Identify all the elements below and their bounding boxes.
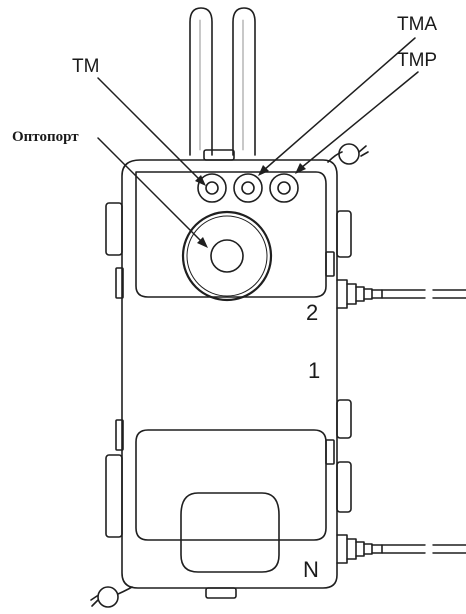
tm-button-outer <box>197 173 227 203</box>
top-clip <box>203 149 235 161</box>
port-number-1: 1 <box>308 358 320 383</box>
label-tma: TMA <box>397 14 437 35</box>
lower-window <box>180 492 280 573</box>
antenna-left <box>189 7 213 156</box>
optoport <box>181 210 273 302</box>
tmp-button-inner <box>277 181 291 195</box>
leader-tmp <box>300 71 419 169</box>
leader-tma <box>263 37 416 171</box>
tma-button-inner <box>241 181 255 195</box>
connector-2 <box>336 279 466 309</box>
upper-panel <box>135 171 327 298</box>
device-body <box>121 159 338 589</box>
leader-lines <box>97 37 419 248</box>
tma-button-outer <box>233 173 263 203</box>
indicator-buttons <box>197 173 299 203</box>
port-number-n: N <box>303 557 319 582</box>
top-right-ring <box>327 143 369 165</box>
left-clip-upper <box>105 202 123 256</box>
cable-n <box>381 544 466 554</box>
right-clip-lower <box>336 461 352 513</box>
left-clip-lower <box>105 454 123 538</box>
right-clip-upper <box>336 210 352 258</box>
connector-n <box>336 534 466 564</box>
port-number-2: 2 <box>306 300 318 325</box>
label-tmp: TMP <box>397 50 437 71</box>
right-clip-middle <box>336 399 352 439</box>
leader-tm <box>97 77 201 181</box>
antennas <box>189 7 256 156</box>
label-optoport: Оптопорт <box>12 129 79 145</box>
leader-optoport <box>97 137 203 243</box>
tm-button-inner <box>205 181 219 195</box>
antenna-right <box>232 7 256 156</box>
bottom-clip <box>205 587 237 599</box>
cable-2 <box>381 289 466 299</box>
lower-panel <box>135 429 327 541</box>
label-tm: TM <box>72 56 99 77</box>
optoport-ring <box>181 210 273 302</box>
optoport-lens <box>210 239 244 273</box>
tmp-button-outer <box>269 173 299 203</box>
bottom-left-ring <box>90 586 133 608</box>
